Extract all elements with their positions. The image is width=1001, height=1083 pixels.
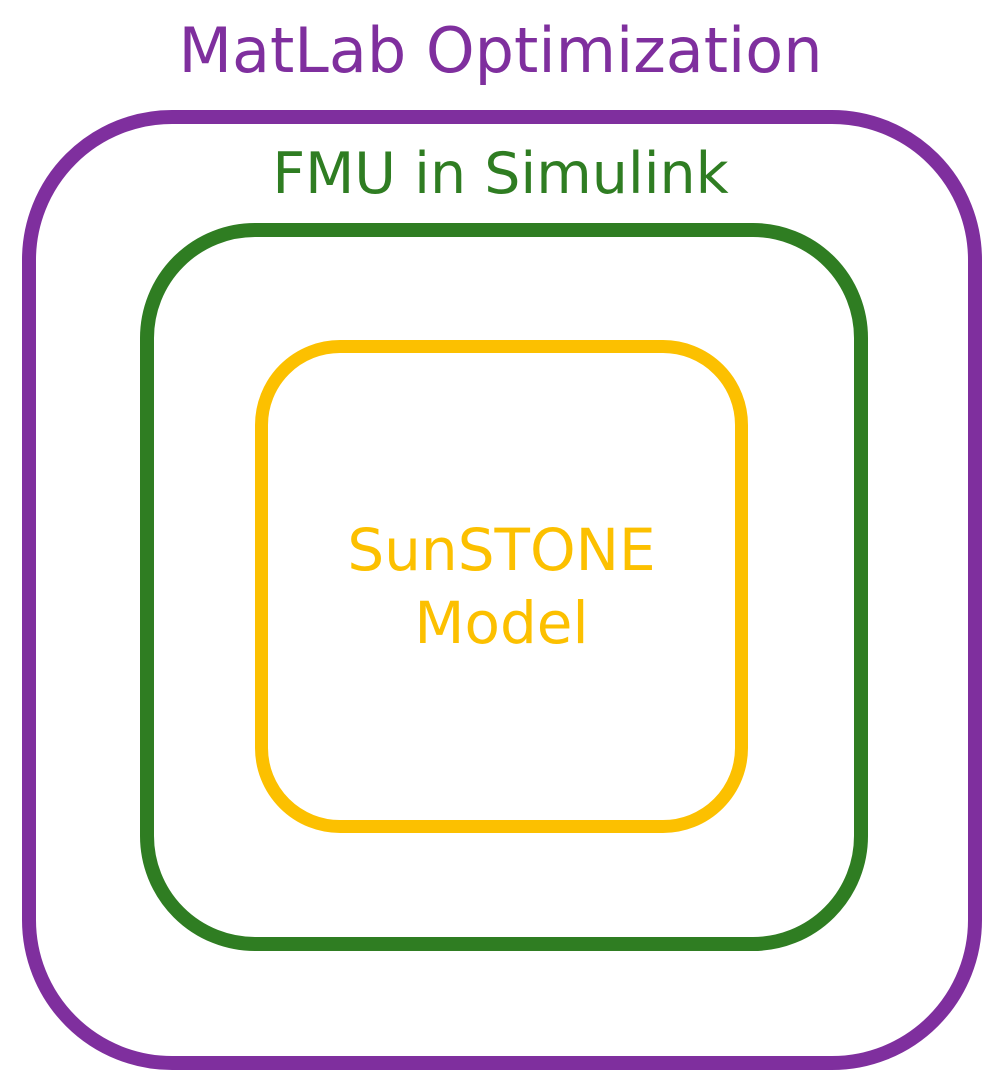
inner-box-label-line1: SunSTONE: [347, 516, 656, 584]
middle-box-title: FMU in Simulink: [272, 141, 729, 207]
inner-box-label-line2: Model: [414, 588, 589, 657]
middle-box-fmu-in-simulink: [140, 223, 868, 951]
outer-box-matlab-optimization: [22, 110, 982, 1070]
outer-box-title: MatLab Optimization: [178, 14, 823, 87]
inner-box-sunstone-model: SunSTONE Model: [255, 340, 748, 833]
